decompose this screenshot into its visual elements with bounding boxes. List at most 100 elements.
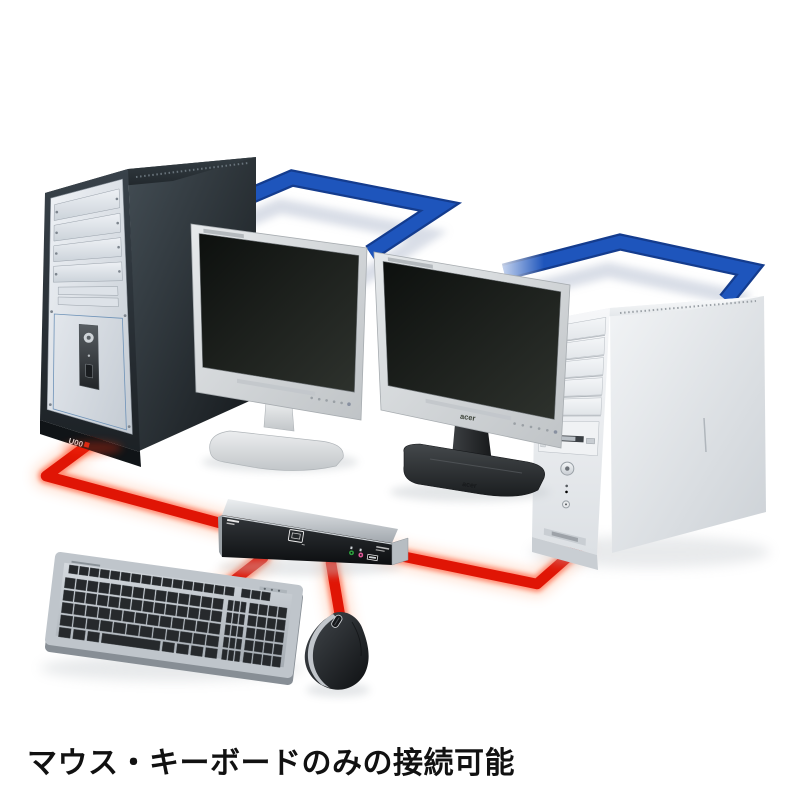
key [97, 607, 111, 620]
key [253, 640, 264, 653]
mouse-shadow [306, 683, 370, 697]
monitor-power-button [347, 402, 351, 407]
monitor-spec-text-bar [237, 378, 316, 396]
key [230, 625, 238, 637]
right-monitor-base-recess [429, 458, 523, 474]
key [272, 643, 283, 656]
key [190, 645, 204, 657]
key [252, 653, 263, 665]
mouse-body [304, 611, 369, 690]
key [142, 600, 154, 613]
monitor-button [317, 397, 321, 401]
key [234, 650, 241, 663]
key [151, 576, 162, 587]
model-text-line1 [376, 545, 390, 550]
power-button-center [565, 466, 570, 471]
key [245, 627, 256, 640]
key [177, 592, 190, 606]
key [225, 612, 233, 624]
key [275, 619, 286, 631]
headphone-icon [350, 546, 353, 550]
key [244, 639, 254, 652]
usb-port-outline [287, 529, 305, 543]
key [240, 588, 251, 599]
key [59, 614, 74, 627]
key [255, 628, 266, 641]
key [110, 608, 123, 622]
key [193, 581, 204, 592]
mouse-side-panel [307, 614, 336, 688]
key [208, 622, 221, 635]
key [263, 642, 274, 655]
left-monitor-details [190, 223, 368, 421]
key [183, 619, 197, 632]
key [86, 580, 99, 593]
key [78, 566, 90, 577]
key [213, 584, 225, 595]
screw-dot [54, 272, 58, 276]
key [98, 581, 110, 595]
kvm-console-usb-port-icon [287, 526, 305, 546]
monitor-brand-bar [387, 257, 433, 269]
monitor-button [546, 429, 549, 432]
monitor-button [310, 396, 314, 400]
key [238, 613, 246, 626]
key [165, 603, 177, 617]
key [120, 585, 133, 598]
floppy-eject-button [586, 437, 596, 445]
slot-cover [57, 286, 119, 296]
key [232, 612, 239, 625]
key [112, 621, 127, 635]
jack-hole [359, 554, 362, 556]
key [61, 602, 74, 615]
key [205, 634, 220, 648]
indicator-window [259, 586, 288, 594]
key [212, 597, 224, 610]
key [96, 594, 109, 607]
drive-bay-cover [53, 261, 123, 283]
key [242, 651, 253, 664]
key [261, 654, 272, 667]
indicator-led [270, 588, 273, 591]
kvm-front-top-edge [221, 515, 393, 545]
key [99, 568, 110, 579]
key [172, 579, 183, 590]
kvm-switch-box [218, 499, 409, 576]
monitor-button [521, 424, 525, 427]
mouse [304, 611, 370, 697]
key [239, 601, 247, 613]
key [199, 608, 211, 621]
right-monitor-stand-base [403, 443, 545, 497]
hdd-led [565, 484, 568, 488]
screw-dot [55, 231, 58, 235]
key [146, 613, 160, 627]
kvm-left-end [218, 515, 222, 557]
kvm-audio-usb-cluster [348, 546, 379, 562]
control-module [78, 323, 100, 391]
white-pc-side-panel [610, 296, 766, 553]
screw-dot [48, 403, 52, 406]
key [266, 617, 277, 630]
key [258, 604, 269, 616]
key [86, 618, 100, 631]
key [166, 591, 179, 604]
monitor-button [332, 400, 336, 404]
usb-port-inner [291, 532, 301, 540]
key [236, 626, 244, 638]
key [229, 637, 236, 649]
key [247, 615, 257, 627]
key [100, 632, 161, 651]
keyboard [40, 552, 304, 685]
key [203, 583, 215, 594]
drive-bay-cover [53, 237, 122, 262]
jack-hole [350, 551, 353, 554]
indicator-led [277, 589, 281, 592]
monitor-screen [382, 261, 562, 420]
reset-button-center [565, 503, 567, 506]
key [143, 588, 156, 601]
key [155, 589, 167, 602]
key [277, 606, 288, 619]
mouse-button-split [351, 621, 362, 657]
monitor-button [325, 399, 328, 402]
key [99, 620, 113, 633]
